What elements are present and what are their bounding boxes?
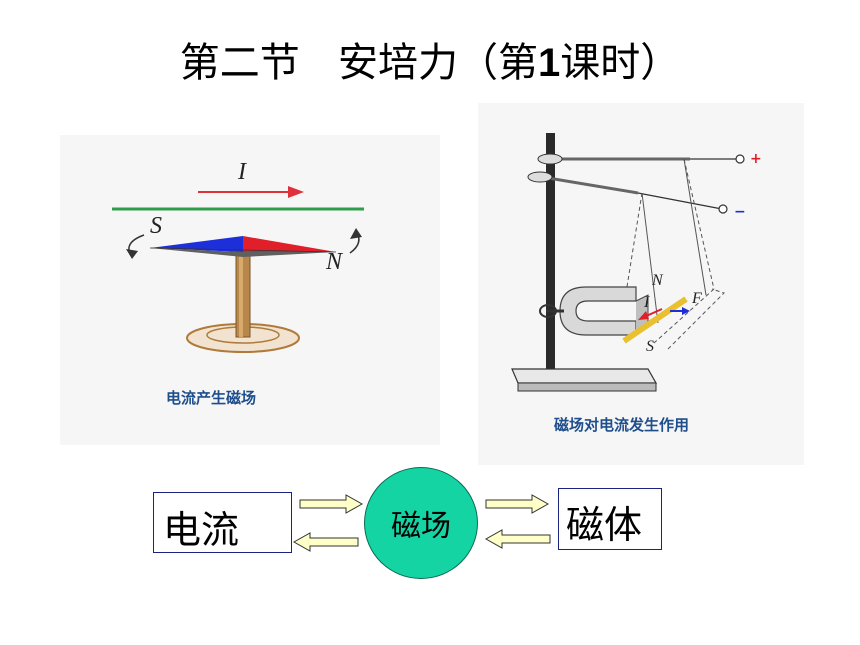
compass-needle-blue <box>150 236 243 252</box>
stand-base <box>511 368 658 384</box>
left-figure-caption: 电流产生磁场 <box>166 389 257 407</box>
arrow-field-to-magnet <box>485 494 550 514</box>
magnet-box: 磁体 <box>558 488 662 550</box>
arrow-field-to-current <box>292 532 359 552</box>
plus-terminal: + <box>750 151 762 167</box>
arrow-current-to-field <box>299 494 364 514</box>
current-label: I <box>237 159 247 185</box>
left-figure-compass: I S N <box>60 135 440 445</box>
current-arrow <box>288 186 304 198</box>
south-label: S <box>150 213 162 239</box>
stand-pole <box>546 133 555 383</box>
right-figure-caption: 磁场对电流发生作用 <box>554 416 690 434</box>
current-box: 电流 <box>153 492 292 553</box>
compass-needle-red <box>243 236 336 252</box>
minus-terminal: − <box>734 204 746 220</box>
right-figure-apparatus: + − N I F S <box>478 103 804 465</box>
conductor-rod <box>622 296 688 344</box>
svg-text:N: N <box>651 272 664 289</box>
north-label: N <box>325 249 344 275</box>
svg-text:S: S <box>646 338 654 355</box>
svg-text:I: I <box>643 294 650 311</box>
svg-text:F: F <box>691 290 702 307</box>
arrow-magnet-to-field <box>484 529 551 549</box>
page-title: 第二节 安培力（第1课时） <box>179 40 681 86</box>
magnetic-field-circle: 磁场 <box>364 467 478 579</box>
